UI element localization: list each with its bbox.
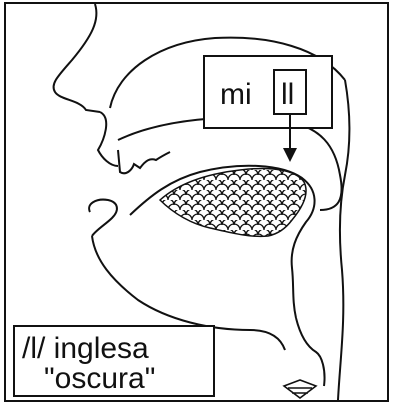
highlight-label: ll xyxy=(281,78,294,111)
lower-lip xyxy=(89,200,117,236)
pharynx-wall xyxy=(338,80,350,400)
upper-lip xyxy=(98,112,118,166)
caption-line-1: /l/ inglesa xyxy=(22,332,149,365)
pointer-arrowhead xyxy=(283,148,297,162)
word-label: mi xyxy=(220,78,252,111)
upper-teeth xyxy=(118,150,170,173)
caption-line-2: "oscura" xyxy=(44,362,155,395)
nose-outline xyxy=(54,4,100,112)
vocal-folds-icon xyxy=(284,380,316,398)
epiglottis xyxy=(296,318,325,386)
